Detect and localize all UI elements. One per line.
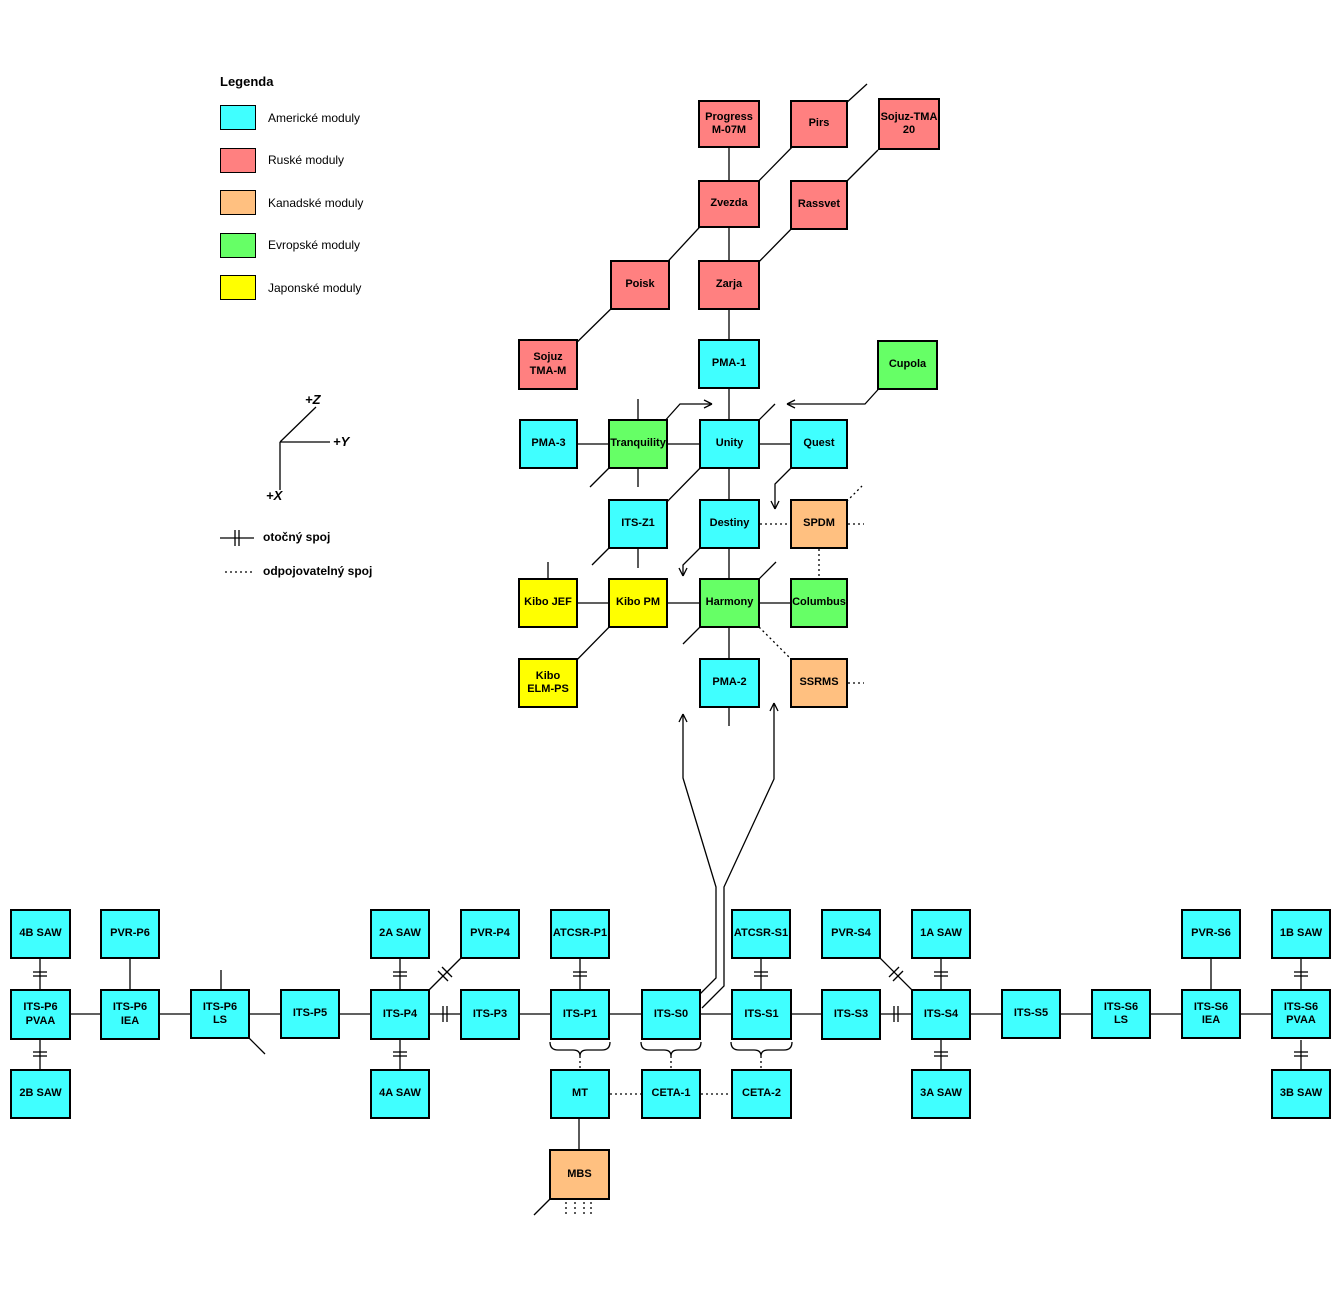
axis-label-y: +Y bbox=[333, 434, 350, 449]
node-tranquility: Tranquility bbox=[608, 419, 668, 469]
legend-item-japanese: Japonské moduly bbox=[220, 275, 361, 300]
node-saw-1a: 1A SAW bbox=[911, 909, 971, 959]
node-mbs: MBS bbox=[549, 1149, 610, 1200]
node-its-p6-iea: ITS-P6 IEA bbox=[100, 989, 160, 1040]
legend-swatch-russian bbox=[220, 147, 256, 173]
node-zvezda: Zvezda bbox=[698, 180, 760, 228]
node-its-p4: ITS-P4 bbox=[370, 989, 430, 1040]
node-its-s0: ITS-S0 bbox=[641, 989, 701, 1040]
legend-item-label: Kanadské moduly bbox=[268, 195, 364, 210]
rotary-joint-label: otočný spoj bbox=[263, 530, 331, 544]
legend-item-label: Evropské moduly bbox=[268, 238, 361, 252]
legend-item-american: Americké moduly bbox=[220, 105, 360, 130]
node-pma-2: PMA-2 bbox=[699, 658, 760, 708]
legend-swatch-canadian bbox=[220, 190, 256, 215]
node-pvr-s4: PVR-S4 bbox=[821, 909, 881, 959]
node-mt: MT bbox=[550, 1069, 610, 1119]
node-quest: Quest bbox=[790, 419, 848, 469]
node-saw-4a: 4A SAW bbox=[370, 1069, 430, 1119]
legend-item-russian: Ruské moduly bbox=[220, 147, 345, 173]
node-its-s1: ITS-S1 bbox=[731, 989, 792, 1040]
axis-label-x: +X bbox=[266, 488, 283, 503]
legend-swatch-japanese bbox=[220, 275, 256, 300]
node-saw-2b: 2B SAW bbox=[10, 1069, 71, 1119]
joint-legend-symbols bbox=[220, 530, 254, 573]
axis-arrows bbox=[279, 406, 330, 490]
node-its-p3: ITS-P3 bbox=[460, 989, 520, 1040]
rail-braces bbox=[549, 1041, 793, 1057]
node-harmony: Harmony bbox=[699, 578, 760, 628]
node-kibo-jef: Kibo JEF bbox=[518, 578, 578, 628]
node-columbus: Columbus bbox=[790, 578, 848, 628]
node-its-p5: ITS-P5 bbox=[280, 989, 340, 1039]
node-progress-m07m: Progress M-07M bbox=[698, 100, 760, 148]
node-ssrms: SSRMS bbox=[790, 658, 848, 708]
node-its-s6-ls: ITS-S6 LS bbox=[1091, 989, 1151, 1039]
node-saw-3b: 3B SAW bbox=[1271, 1069, 1331, 1119]
node-sojuz-tma-20: Sojuz-TMA 20 bbox=[878, 98, 940, 150]
node-ceta-1: CETA-1 bbox=[641, 1069, 701, 1119]
node-its-p6-ls: ITS-P6 LS bbox=[190, 989, 250, 1039]
legend-swatch-american bbox=[220, 105, 256, 130]
node-pirs: Pirs bbox=[790, 100, 848, 148]
legend-item-label: Japonské moduly bbox=[268, 280, 362, 295]
node-zarja: Zarja bbox=[698, 260, 760, 310]
node-its-s4: ITS-S4 bbox=[911, 989, 971, 1040]
node-its-s6-pvaa: ITS-S6 PVAA bbox=[1271, 989, 1331, 1039]
node-ceta-2: CETA-2 bbox=[731, 1069, 792, 1119]
node-spdm: SPDM bbox=[790, 499, 848, 549]
node-atcsr-p1: ATCSR-P1 bbox=[550, 909, 610, 959]
legend-item-canadian: Kanadské moduly bbox=[220, 190, 363, 215]
detachable-joint-label: odpojovatelný spoj bbox=[263, 564, 373, 578]
node-its-z1: ITS-Z1 bbox=[608, 499, 668, 549]
node-atcsr-s1: ATCSR-S1 bbox=[731, 909, 791, 959]
node-unity: Unity bbox=[699, 419, 760, 469]
legend-title: Legenda bbox=[220, 74, 274, 89]
node-pma-1: PMA-1 bbox=[698, 339, 760, 389]
legend-swatch-european bbox=[220, 232, 256, 258]
node-its-p6-pvaa: ITS-P6 PVAA bbox=[10, 989, 71, 1040]
axis-label-z: +Z bbox=[305, 392, 321, 407]
legend-item-european: Evropské moduly bbox=[220, 232, 361, 258]
node-saw-2a: 2A SAW bbox=[370, 909, 430, 959]
node-kibo-pm: Kibo PM bbox=[608, 578, 668, 628]
legend-item-label: Americké moduly bbox=[268, 110, 361, 125]
node-pma-3: PMA-3 bbox=[519, 419, 578, 469]
node-kibo-elm-ps: Kibo ELM-PS bbox=[518, 658, 578, 708]
node-its-s6-iea: ITS-S6 IEA bbox=[1181, 989, 1241, 1039]
node-poisk: Poisk bbox=[610, 260, 670, 310]
legend-item-label: Ruské moduly bbox=[268, 153, 345, 167]
node-rassvet: Rassvet bbox=[790, 180, 848, 230]
node-its-s3: ITS-S3 bbox=[821, 989, 881, 1040]
node-saw-4b: 4B SAW bbox=[10, 909, 71, 959]
node-sojuz-tma-m: Sojuz TMA-M bbox=[518, 339, 578, 390]
node-cupola: Cupola bbox=[877, 340, 938, 390]
node-its-s5: ITS-S5 bbox=[1001, 989, 1061, 1039]
node-saw-3a: 3A SAW bbox=[911, 1069, 971, 1119]
node-pvr-s6: PVR-S6 bbox=[1181, 909, 1241, 959]
node-pvr-p6: PVR-P6 bbox=[100, 909, 160, 959]
node-destiny: Destiny bbox=[699, 499, 760, 549]
node-pvr-p4: PVR-P4 bbox=[460, 909, 520, 959]
node-its-p1: ITS-P1 bbox=[550, 989, 610, 1040]
node-saw-1b: 1B SAW bbox=[1271, 909, 1331, 959]
